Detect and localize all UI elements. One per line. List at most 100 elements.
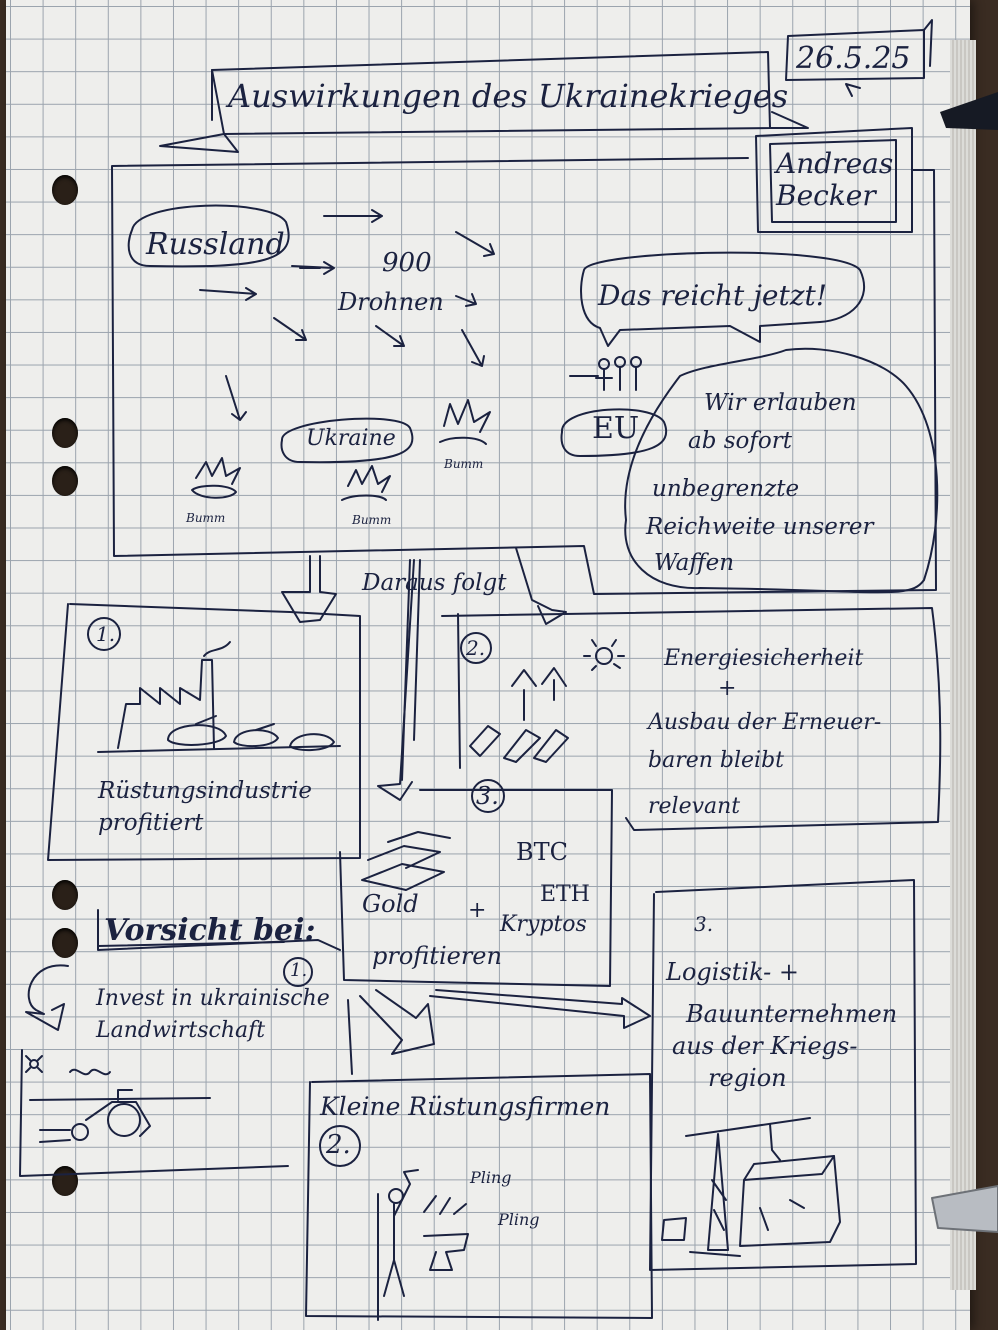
russia-label: Russland <box>146 227 285 262</box>
container-icon <box>739 1155 841 1247</box>
box-5-frame <box>649 879 917 1271</box>
date-box <box>785 29 925 81</box>
speech-bubble <box>580 251 866 347</box>
box-2-number-circle <box>460 632 492 664</box>
box-2-text: baren bleibt <box>648 748 784 773</box>
boom-label: Bumm <box>186 511 226 525</box>
box-4-frame <box>305 1073 653 1319</box>
speech-bubble-text: Das reicht jetzt! <box>598 279 827 312</box>
warning-underline <box>97 941 285 947</box>
title-banner <box>159 51 809 153</box>
boom-label: Bumm <box>444 457 484 471</box>
drones-count: 900 <box>382 248 432 278</box>
box-2-text: Energiesicherheit <box>664 646 864 671</box>
page-title: Auswirkungen des Ukrainekrieges <box>228 77 789 115</box>
box-3-verb: profitieren <box>372 942 502 970</box>
box-5-number: 3. <box>694 912 714 936</box>
explosion-icon <box>191 457 241 499</box>
box-5-text: Bauunternehmen <box>686 1000 898 1028</box>
date-pointer <box>845 83 861 97</box>
warning-title: Vorsicht bei: <box>104 913 316 948</box>
cryptos-label: Kryptos <box>500 912 587 937</box>
arrow-to-box2 <box>515 547 567 625</box>
drones-label: Drohnen <box>338 288 444 316</box>
box-1-number: 1. <box>96 622 116 646</box>
box-1-number-circle <box>87 617 121 651</box>
box-3-number: 3. <box>476 782 499 810</box>
sign-icon <box>661 1217 687 1241</box>
box-1-frame <box>47 603 361 861</box>
arrow-to-box4 <box>359 989 435 1055</box>
box-5-text: aus der Kriegs- <box>672 1032 858 1060</box>
arrow-to-box1 <box>281 555 337 623</box>
sun-icon <box>25 1055 43 1073</box>
punch-hole <box>52 418 78 448</box>
eu-statement-line: Wir erlauben <box>704 390 857 416</box>
eu-statement-line: ab sofort <box>688 428 792 454</box>
box-1-text: profitiert <box>98 810 204 836</box>
punch-hole <box>52 880 78 910</box>
pling-sfx: Pling <box>470 1168 512 1187</box>
field-marks <box>69 1068 111 1076</box>
solar-panel-icon <box>469 725 569 763</box>
box-5-text: Logistik- + <box>666 958 800 986</box>
box-3-plus: + <box>468 898 487 923</box>
gold-bars-icon <box>361 831 451 891</box>
top-section-frame <box>111 157 937 595</box>
people-icon <box>569 356 642 391</box>
boom-label: Bumm <box>352 513 392 527</box>
punch-hole <box>52 1166 78 1196</box>
box-1-text: Rüstungsindustrie <box>98 778 313 804</box>
explosion-icon <box>341 465 391 501</box>
box-3-frame <box>339 789 613 987</box>
paper-stack-edge <box>950 40 976 1290</box>
punch-hole <box>52 466 78 496</box>
pling-sfx: Pling <box>498 1210 540 1229</box>
eu-statement-line: Reichweite unserer <box>646 514 874 540</box>
eth-label: ETH <box>540 882 590 907</box>
factory-icon <box>97 641 341 753</box>
warning-number: 1. <box>290 960 308 981</box>
sun-icon <box>583 639 625 671</box>
consequence-label: Daraus folgt <box>362 570 507 596</box>
explosion-icon <box>439 399 491 445</box>
author-stamp-inner <box>769 139 897 223</box>
box-2-text: + <box>718 676 737 701</box>
arrow-to-box5 <box>429 989 651 1029</box>
author-stamp <box>755 127 913 233</box>
pen-cap-icon <box>931 1185 998 1233</box>
punch-hole <box>52 175 78 205</box>
box-2-text: Ausbau der Erneuer- <box>648 710 882 735</box>
punch-hole <box>52 928 78 958</box>
tank-icon <box>167 715 335 752</box>
eu-statement-line: Waffen <box>654 550 735 576</box>
box-2-number: 2. <box>466 636 486 660</box>
ukraine-blob <box>280 417 414 464</box>
eu-blob <box>560 408 668 457</box>
warning-box-lower <box>19 1049 289 1177</box>
warning-box-divider <box>347 999 353 1075</box>
drone-arrows <box>199 209 495 421</box>
wind-turbine-icon <box>511 667 567 721</box>
eu-label: EU <box>592 411 640 446</box>
box-2-frame <box>441 607 942 831</box>
blacksmith-icon <box>377 1169 469 1321</box>
box-4-number-circle <box>319 1125 361 1167</box>
russia-blob <box>127 204 290 268</box>
btc-label: BTC <box>516 838 569 866</box>
warning-text: Invest in ukrainische <box>96 986 330 1011</box>
box-4-title: Kleine Rüstungsfirmen <box>320 1092 611 1121</box>
crane-icon <box>685 1117 811 1257</box>
eu-statement-line: unbegrenzte <box>652 476 800 502</box>
box-2-text: relevant <box>648 794 741 819</box>
warning-curved-arrow <box>25 964 69 1031</box>
author-name: Andreas Becker <box>776 147 894 213</box>
gold-label: Gold <box>362 890 419 918</box>
pen-icon <box>940 92 998 130</box>
box-4-number: 2. <box>326 1130 351 1160</box>
ukraine-label: Ukraine <box>306 426 396 451</box>
box-3-number-circle <box>471 779 505 813</box>
box-5-text: region <box>708 1064 787 1092</box>
warning-text: Landwirtschaft <box>96 1018 266 1043</box>
